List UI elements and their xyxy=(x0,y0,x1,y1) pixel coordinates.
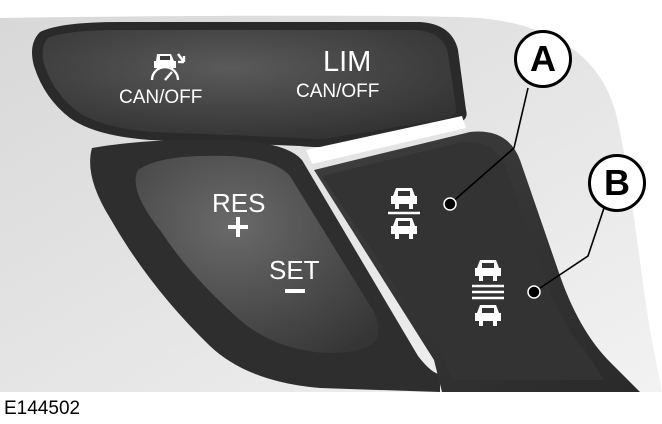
callout-a-leader xyxy=(449,87,529,205)
res-label: RES xyxy=(212,188,266,218)
callout-b-leader xyxy=(533,207,605,293)
gap-decrease-icon xyxy=(388,188,420,239)
plus-icon xyxy=(228,217,248,237)
callout-a-dot xyxy=(443,197,457,211)
figure-code: E144502 xyxy=(4,398,81,419)
top-button-face[interactable] xyxy=(42,30,457,139)
callout-b: B xyxy=(588,154,646,212)
callout-a: A xyxy=(514,30,572,88)
limiter-title: LIM xyxy=(323,46,372,78)
adaptive-cancel-label: CAN/OFF xyxy=(119,87,203,108)
res-set-button-face[interactable] xyxy=(135,155,379,353)
set-label: SET xyxy=(269,255,320,285)
limiter-cancel-label: CAN/OFF xyxy=(296,81,380,102)
callout-b-dot xyxy=(527,285,541,299)
gap-increase-icon xyxy=(472,260,504,326)
adaptive-cruise-gauge-icon xyxy=(150,53,186,81)
button-divider xyxy=(306,116,466,164)
